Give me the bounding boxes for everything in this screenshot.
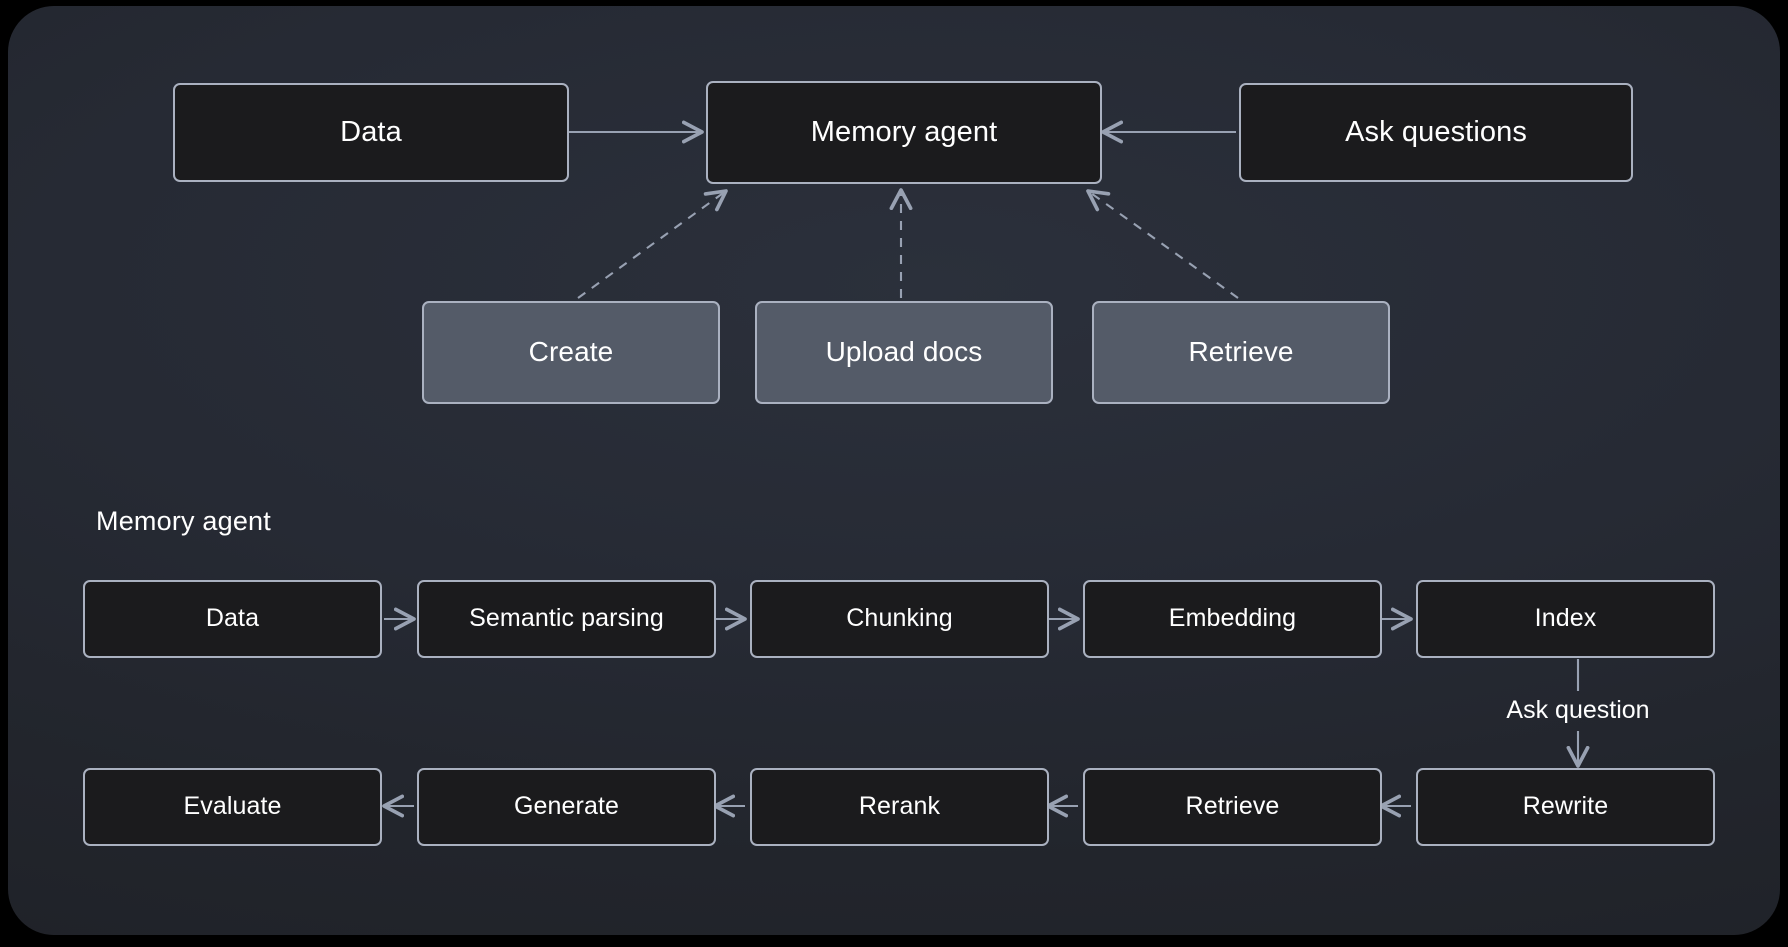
- node-upload-docs: Upload docs: [755, 301, 1053, 404]
- node-pipeline-data: Data: [83, 580, 382, 658]
- node-create: Create: [422, 301, 720, 404]
- node-ask-questions: Ask questions: [1239, 83, 1633, 182]
- node-pipeline-semantic-parsing: Semantic parsing: [417, 580, 716, 658]
- node-pipeline-index-label: Index: [1534, 604, 1597, 633]
- node-upload-docs-label: Upload docs: [825, 336, 983, 368]
- node-data: Data: [173, 83, 569, 182]
- node-pipeline-rerank: Rerank: [750, 768, 1049, 846]
- diagram-canvas: Data Memory agent Ask questions Create U…: [8, 6, 1780, 935]
- node-create-label: Create: [528, 336, 614, 368]
- node-pipeline-generate-label: Generate: [513, 792, 620, 821]
- node-pipeline-evaluate: Evaluate: [83, 768, 382, 846]
- node-pipeline-data-label: Data: [205, 604, 260, 633]
- node-pipeline-retrieve: Retrieve: [1083, 768, 1382, 846]
- node-ask-questions-label: Ask questions: [1345, 115, 1527, 148]
- node-pipeline-rewrite-label: Rewrite: [1522, 792, 1609, 821]
- node-pipeline-evaluate-label: Evaluate: [183, 792, 282, 821]
- node-retrieve-label: Retrieve: [1188, 336, 1294, 368]
- node-pipeline-generate: Generate: [417, 768, 716, 846]
- node-pipeline-rerank-label: Rerank: [858, 792, 941, 821]
- node-pipeline-embedding-label: Embedding: [1168, 604, 1297, 633]
- node-memory-agent: Memory agent: [706, 81, 1102, 184]
- node-pipeline-embedding: Embedding: [1083, 580, 1382, 658]
- node-data-label: Data: [340, 115, 402, 148]
- edge-retrieve-to-memory-agent: [1086, 189, 1239, 299]
- node-pipeline-semantic-parsing-label: Semantic parsing: [469, 604, 664, 633]
- node-retrieve: Retrieve: [1092, 301, 1390, 404]
- node-pipeline-rewrite: Rewrite: [1416, 768, 1715, 846]
- node-pipeline-chunking-label: Chunking: [846, 604, 953, 633]
- edge-create-to-memory-agent: [577, 189, 728, 299]
- pipeline-section-label: Memory agent: [96, 506, 271, 536]
- edge-label-ask-question: Ask question: [1506, 696, 1650, 724]
- node-pipeline-index: Index: [1416, 580, 1715, 658]
- node-pipeline-chunking: Chunking: [750, 580, 1049, 658]
- node-pipeline-retrieve-label: Retrieve: [1185, 792, 1280, 821]
- node-memory-agent-label: Memory agent: [810, 115, 998, 148]
